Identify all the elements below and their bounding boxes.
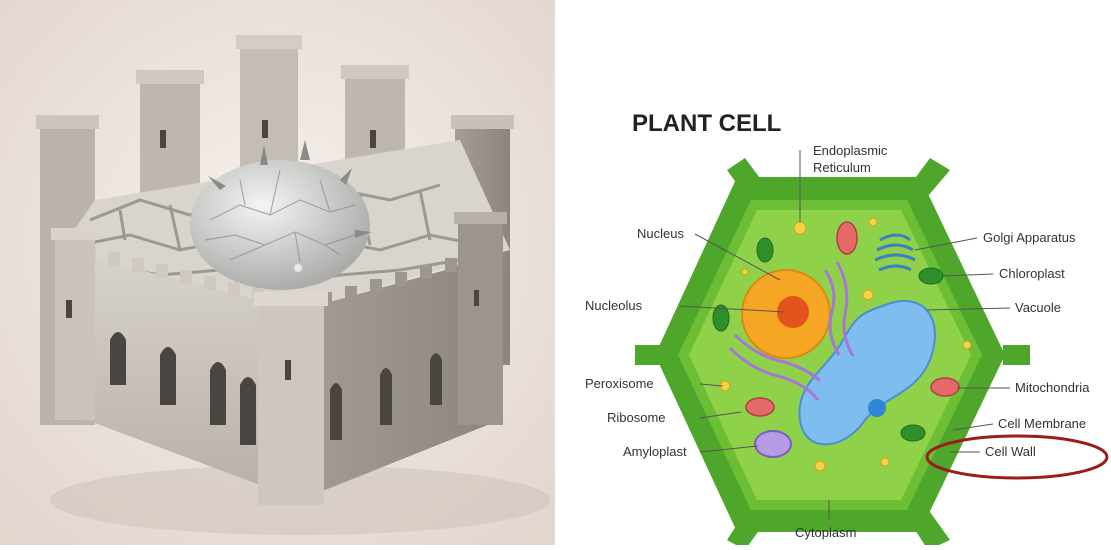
label-er-line2: Reticulum: [813, 160, 871, 175]
label-cell-membrane: Cell Membrane: [998, 416, 1086, 431]
label-mitochondria: Mitochondria: [1015, 380, 1090, 395]
amyloplast: [755, 431, 791, 457]
label-cell-wall: Cell Wall: [985, 444, 1036, 459]
label-er-line1: Endoplasmic: [813, 143, 888, 158]
label-ribosome: Ribosome: [607, 410, 666, 425]
label-nucleus: Nucleus: [637, 226, 684, 241]
label-chloroplast: Chloroplast: [999, 266, 1065, 281]
label-peroxisome: Peroxisome: [585, 376, 654, 391]
label-cytoplasm: Cytoplasm: [795, 525, 856, 540]
castle-illustration: [0, 0, 555, 545]
label-nucleolus: Nucleolus: [585, 298, 643, 313]
plant-cell-figure: PLANT CELL: [555, 0, 1111, 545]
label-vacuole: Vacuole: [1015, 300, 1061, 315]
plant-cell-diagram: PLANT CELL: [555, 0, 1111, 545]
label-amyloplast: Amyloplast: [623, 444, 687, 459]
vacuole-dot: [868, 399, 886, 417]
castle-image: [0, 0, 555, 545]
label-golgi: Golgi Apparatus: [983, 230, 1076, 245]
diagram-title: PLANT CELL: [632, 110, 781, 137]
